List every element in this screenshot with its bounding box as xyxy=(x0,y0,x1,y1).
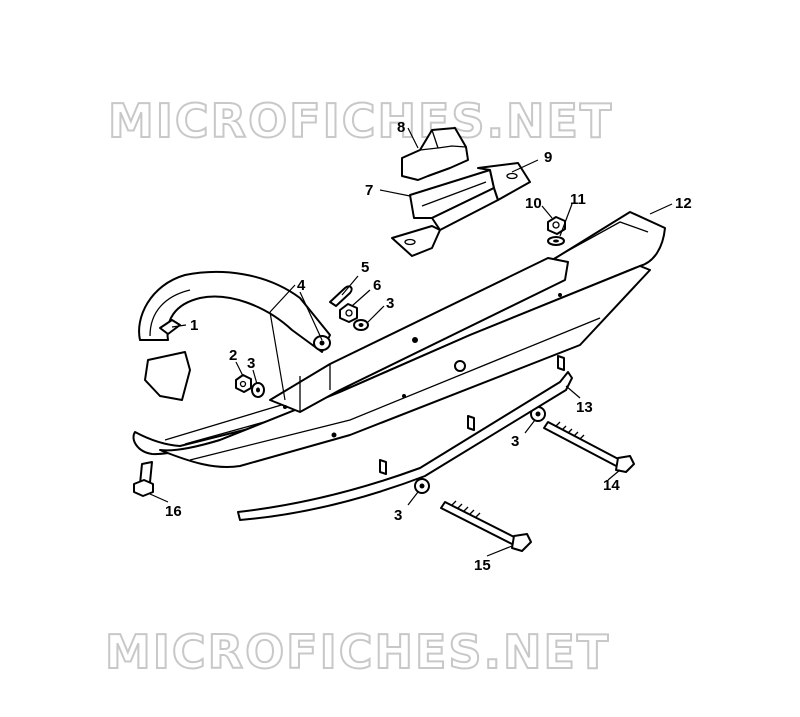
callout-1: 1 xyxy=(190,317,198,334)
part-6-nut xyxy=(339,303,358,323)
part-3-washer-b xyxy=(251,382,265,398)
callout-3d: 3 xyxy=(394,507,402,524)
callout-11: 11 xyxy=(570,191,586,208)
part-3-washer-a xyxy=(353,319,369,331)
watermark-top: MICROFICHES.NET xyxy=(108,94,613,148)
part-2-nut xyxy=(235,374,252,393)
callout-5: 5 xyxy=(361,259,369,276)
callout-4: 4 xyxy=(297,277,306,294)
callout-16: 16 xyxy=(165,503,182,520)
part-3-washer-d xyxy=(414,478,430,494)
part-8-saddle xyxy=(401,127,469,181)
part-7-bracket xyxy=(409,169,499,231)
part-12-ski-body xyxy=(132,211,666,469)
part-5-cotter-pin xyxy=(329,285,353,307)
part-13-wear-bar xyxy=(237,355,573,521)
part-14-bolt xyxy=(543,421,635,473)
callout-14: 14 xyxy=(603,477,620,494)
callout-3a: 3 xyxy=(247,355,255,372)
part-4-handle xyxy=(138,270,331,401)
callout-15: 15 xyxy=(474,557,491,574)
part-16-bolt xyxy=(133,461,154,497)
callout-6: 6 xyxy=(373,277,381,294)
part-10-nut xyxy=(547,216,566,235)
callout-9: 9 xyxy=(544,149,552,166)
part-15-bolt xyxy=(440,500,532,552)
callout-3c: 3 xyxy=(511,433,519,450)
callout-2: 2 xyxy=(229,347,237,364)
callout-7: 7 xyxy=(365,182,373,199)
part-1-insert xyxy=(159,319,181,335)
callout-3b: 3 xyxy=(386,295,394,312)
callout-10: 10 xyxy=(525,195,542,212)
callout-12: 12 xyxy=(675,195,692,212)
watermark-bottom: MICROFICHES.NET xyxy=(105,625,610,679)
leader-lines xyxy=(149,127,673,557)
callout-8: 8 xyxy=(397,119,405,136)
part-11-washer xyxy=(547,236,565,246)
callout-13: 13 xyxy=(576,399,593,416)
part-9-plate xyxy=(391,162,531,257)
